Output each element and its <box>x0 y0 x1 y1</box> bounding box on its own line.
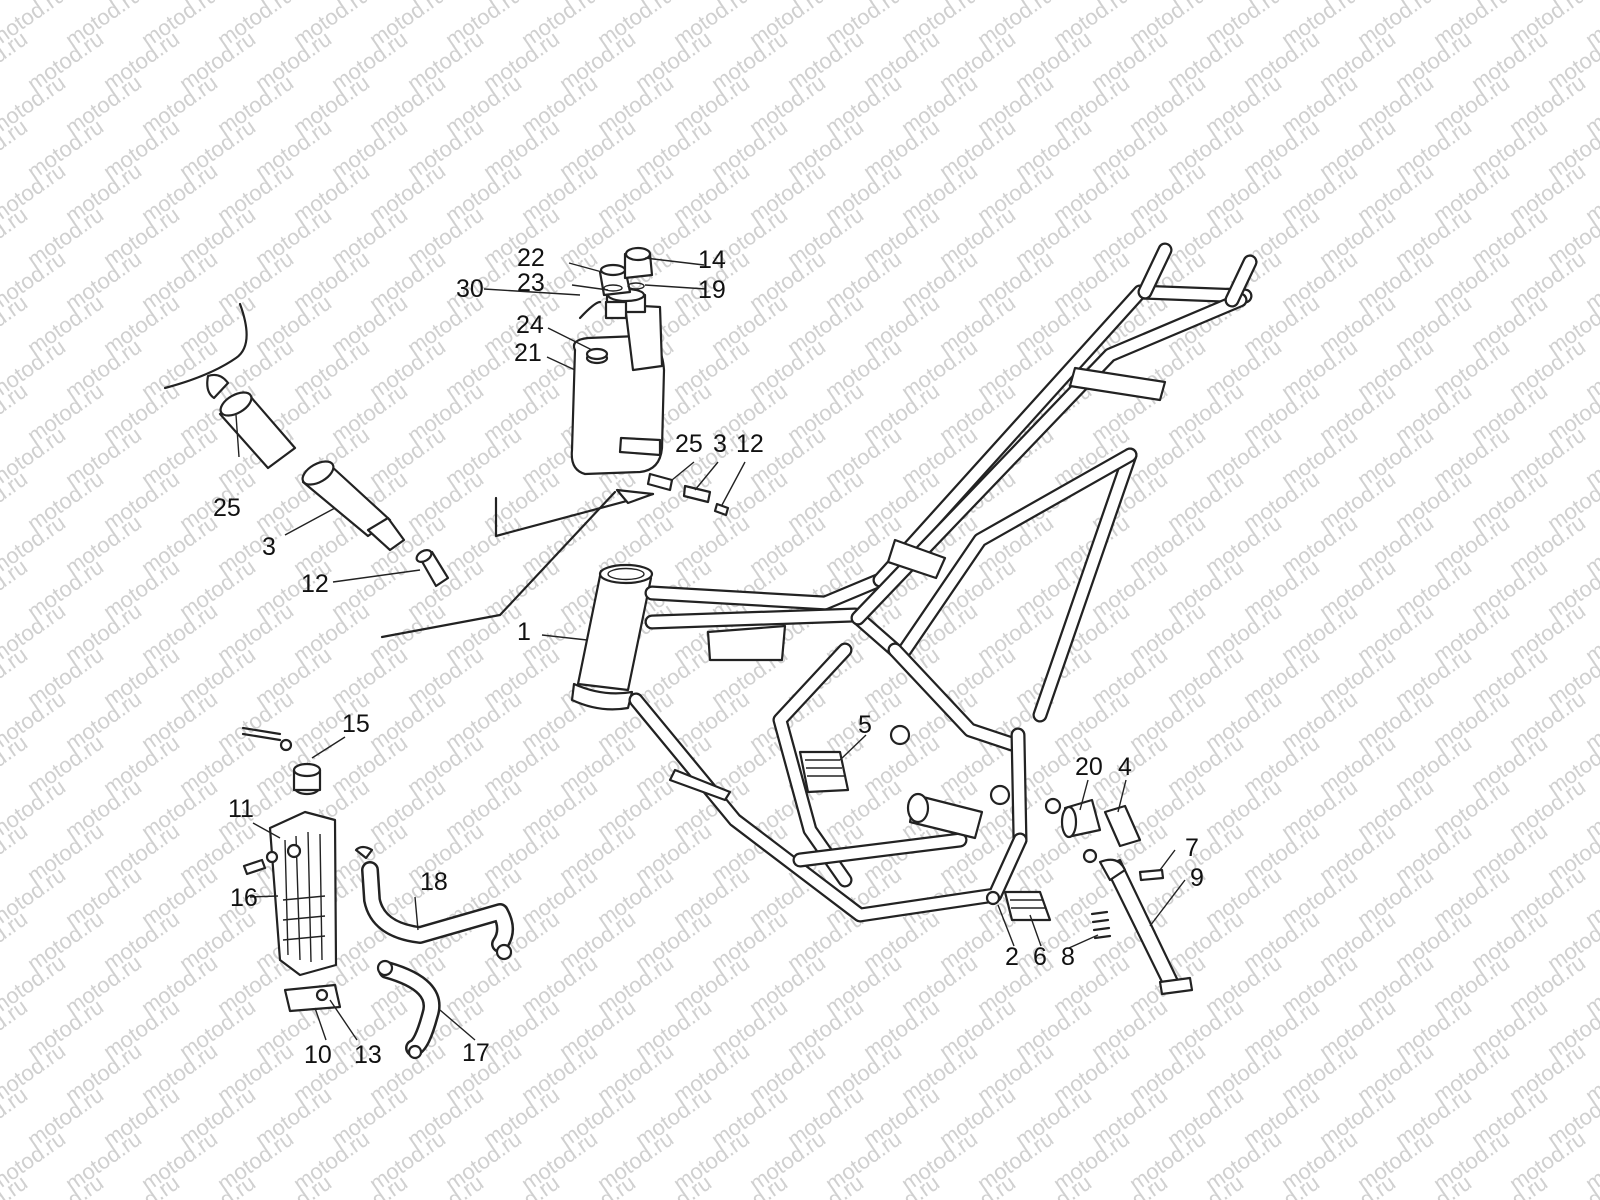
frame <box>570 242 1258 923</box>
callout-3: 3 <box>713 430 727 458</box>
callout-22: 22 <box>517 244 545 272</box>
callout-10: 10 <box>304 1041 332 1069</box>
watermark-text: motod.ru <box>0 554 32 624</box>
hoses <box>361 861 514 1060</box>
callout-25: 25 <box>213 494 241 522</box>
callout-18: 18 <box>420 868 448 896</box>
watermark-text: motod.ru <box>0 1082 32 1152</box>
watermark-text: motod.ru <box>0 26 32 96</box>
watermark-text: motod.ru <box>0 466 32 536</box>
callout-1: 1 <box>517 618 531 646</box>
callout-24: 24 <box>516 311 544 339</box>
left-fitting-assembly <box>163 302 655 639</box>
callout-8: 8 <box>1061 943 1075 971</box>
callout-19: 19 <box>698 276 726 304</box>
callout-12: 12 <box>301 570 329 598</box>
callout-20: 20 <box>1075 753 1103 781</box>
callout-15: 15 <box>342 710 370 738</box>
watermark-text: motod.ru <box>0 378 32 448</box>
leader-lines <box>235 257 1186 1041</box>
watermark-text: motod.ru <box>0 906 32 976</box>
callout-23: 23 <box>517 269 545 297</box>
oil-tank <box>570 246 730 517</box>
watermark-text: motod.ru <box>0 290 32 360</box>
watermark-text: motod.ru <box>0 114 32 184</box>
watermark-text: motod.ru <box>0 642 32 712</box>
callout-labels: 1 2 3 3 4 5 6 7 8 9 10 11 12 12 13 14 15… <box>213 244 1204 1069</box>
callout-4: 4 <box>1118 753 1132 781</box>
watermark-text: motod.ru <box>0 202 32 272</box>
callout-14: 14 <box>698 246 726 274</box>
watermark-text: motod.ru <box>0 730 32 800</box>
callout-13: 13 <box>354 1041 382 1069</box>
callout-11: 11 <box>228 795 254 823</box>
callout-17: 17 <box>462 1039 490 1067</box>
callout-9: 9 <box>1190 864 1204 892</box>
callout-12: 12 <box>736 430 764 458</box>
callout-6: 6 <box>1033 943 1047 971</box>
callout-3: 3 <box>262 533 276 561</box>
callout-16: 16 <box>230 884 258 912</box>
callout-30: 30 <box>456 275 484 303</box>
radiator <box>241 726 374 1013</box>
watermark-text: motod.ru <box>0 994 32 1064</box>
watermark-text: motod.ru <box>0 818 32 888</box>
callout-5: 5 <box>858 711 872 739</box>
callout-25: 25 <box>675 430 703 458</box>
footrests-and-stand <box>798 750 1194 996</box>
callout-7: 7 <box>1185 834 1199 862</box>
callout-21: 21 <box>514 339 542 367</box>
callout-2: 2 <box>1005 943 1019 971</box>
